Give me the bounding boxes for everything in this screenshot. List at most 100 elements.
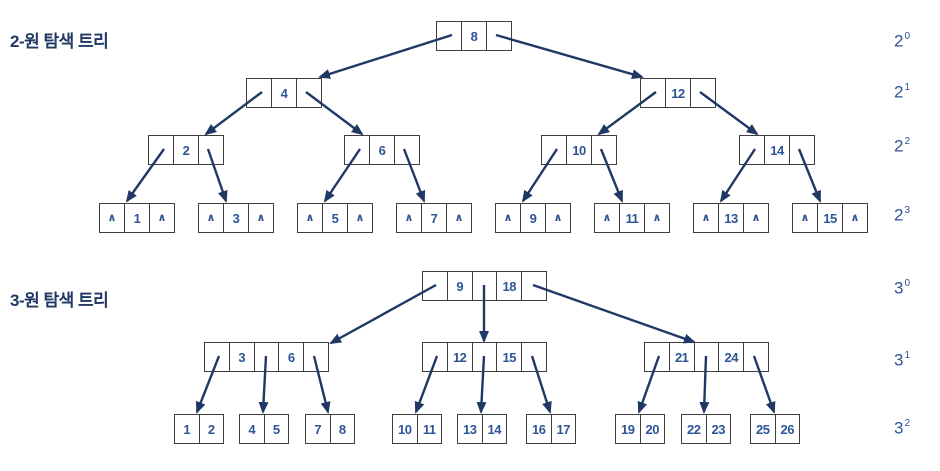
pointer-cell xyxy=(486,22,511,50)
value-cell: 26 xyxy=(774,415,800,443)
value-cell: 15 xyxy=(496,343,521,371)
null-pointer-cell: ∧ xyxy=(793,204,817,232)
value-cell: 8 xyxy=(461,22,486,50)
level-label-2-3: 23 xyxy=(894,200,910,228)
level-label-base: 2 xyxy=(894,136,904,156)
null-pointer-icon: ∧ xyxy=(454,211,464,224)
null-pointer-icon: ∧ xyxy=(503,211,513,224)
pointer-cell xyxy=(641,79,665,107)
level-label-base: 2 xyxy=(894,82,904,102)
value-cell: 6 xyxy=(369,136,394,164)
level-label-base: 2 xyxy=(894,205,904,225)
null-pointer-cell: ∧ xyxy=(347,204,372,232)
pointer-cell xyxy=(693,343,719,371)
level-label-exponent: 2 xyxy=(904,136,911,147)
value-cell: 11 xyxy=(416,415,442,443)
pointer-cell xyxy=(789,136,814,164)
value-cell: 3 xyxy=(223,204,248,232)
value-cell: 1 xyxy=(183,421,191,437)
pointer-cell xyxy=(521,343,546,371)
binary-search-tree-node-1: ∧1∧ xyxy=(99,203,175,233)
value-cell: 2 xyxy=(198,415,224,443)
null-pointer-cell: ∧ xyxy=(595,204,619,232)
value-cell: 8 xyxy=(329,415,355,443)
level-label-exponent: 2 xyxy=(904,418,911,429)
null-pointer-cell: ∧ xyxy=(100,204,124,232)
value-cell: 12 xyxy=(446,343,472,371)
value-cell: 9 xyxy=(520,204,545,232)
three-way-search-tree-edge-arrow xyxy=(329,283,437,345)
null-pointer-cell: ∧ xyxy=(545,204,570,232)
value-cell: 10 xyxy=(398,421,412,437)
level-label-exponent: 0 xyxy=(904,31,911,42)
value-cell: 5 xyxy=(263,415,289,443)
binary-search-tree-node-10: 10 xyxy=(541,135,617,165)
value-cell: 2 xyxy=(173,136,198,164)
binary-search-tree-node-11: ∧11∧ xyxy=(594,203,670,233)
value-cell: 5 xyxy=(322,204,347,232)
pointer-cell xyxy=(247,79,271,107)
binary-search-tree-node-4: 4 xyxy=(246,78,322,108)
level-label-exponent: 0 xyxy=(904,278,911,289)
level-label-3-1: 31 xyxy=(894,345,910,373)
pointer-cell xyxy=(423,272,447,300)
binary-search-tree-node-14: 14 xyxy=(739,135,815,165)
null-pointer-cell: ∧ xyxy=(496,204,520,232)
pointer-cell xyxy=(198,136,223,164)
value-cell: 14 xyxy=(764,136,789,164)
value-cell: 17 xyxy=(550,415,576,443)
value-cell: 20 xyxy=(639,415,665,443)
pointer-cell xyxy=(303,343,328,371)
pointer-cell xyxy=(645,343,669,371)
three-way-tree-title: 3-원 탐색 트리 xyxy=(10,291,109,310)
value-cell: 15 xyxy=(817,204,842,232)
level-label-3-0: 30 xyxy=(894,273,911,301)
value-cell: 19 xyxy=(621,421,635,437)
value-cell: 11 xyxy=(619,204,644,232)
value-cell: 10 xyxy=(566,136,591,164)
value-cell: 7 xyxy=(314,421,322,437)
pointer-cell xyxy=(471,272,497,300)
null-pointer-cell: ∧ xyxy=(644,204,669,232)
null-pointer-icon: ∧ xyxy=(206,211,216,224)
null-pointer-icon: ∧ xyxy=(553,211,563,224)
pointer-cell xyxy=(345,136,369,164)
value-cell: 9 xyxy=(446,272,472,300)
null-pointer-cell: ∧ xyxy=(199,204,223,232)
binary-search-tree-node-8: 8 xyxy=(436,21,512,51)
binary-search-tree-node-13: ∧13∧ xyxy=(693,203,769,233)
value-cell: 23 xyxy=(705,415,731,443)
level-label-2-0: 20 xyxy=(894,26,911,54)
binary-search-tree-node-12: 12 xyxy=(640,78,716,108)
null-pointer-icon: ∧ xyxy=(800,211,810,224)
level-label-3-2: 32 xyxy=(894,413,911,441)
pointer-cell xyxy=(521,272,546,300)
null-pointer-icon: ∧ xyxy=(157,211,167,224)
value-cell: 12 xyxy=(665,79,690,107)
pointer-cell xyxy=(591,136,616,164)
value-cell: 25 xyxy=(756,421,770,437)
null-pointer-icon: ∧ xyxy=(107,211,117,224)
value-cell: 4 xyxy=(248,421,256,437)
value-cell: 6 xyxy=(278,343,303,371)
value-cell: 4 xyxy=(271,79,296,107)
pointer-cell xyxy=(296,79,321,107)
binary-search-tree-node-2: 2 xyxy=(148,135,224,165)
null-pointer-icon: ∧ xyxy=(602,211,612,224)
value-cell: 21 xyxy=(668,343,694,371)
value-cell: 14 xyxy=(481,415,507,443)
pointer-cell xyxy=(149,136,173,164)
level-label-base: 3 xyxy=(894,278,904,298)
null-pointer-cell: ∧ xyxy=(298,204,322,232)
binary-search-tree-node-15: ∧15∧ xyxy=(792,203,868,233)
binary-search-tree-edge-arrow xyxy=(495,33,644,80)
value-cell: 24 xyxy=(718,343,743,371)
